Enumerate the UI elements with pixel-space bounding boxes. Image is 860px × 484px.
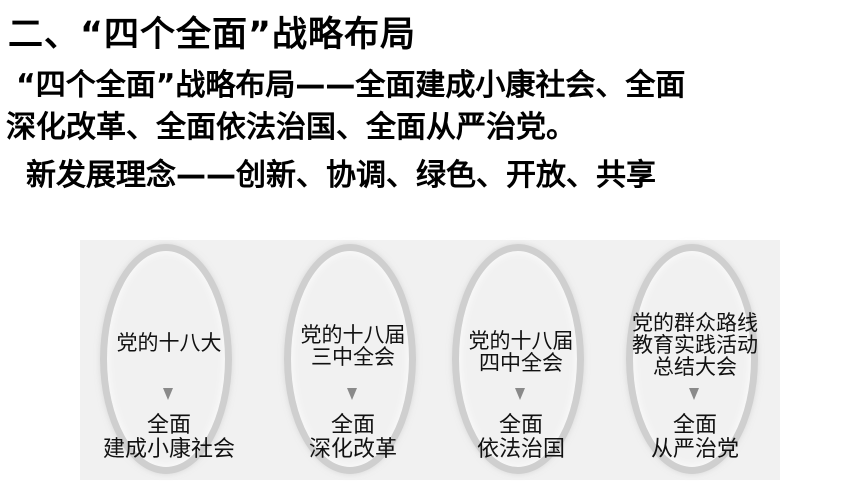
down-arrow-icon: [689, 388, 699, 400]
goal-line: 全面: [672, 413, 717, 438]
goal-line: 全面: [146, 413, 191, 438]
goal-line: 全面: [498, 413, 543, 438]
oval-halo: [452, 244, 584, 474]
goal-line: 深化改革: [308, 437, 397, 462]
diagram-item-1: 党的十八大 全面 建成小康社会: [84, 240, 254, 480]
paragraph-four-comprehensives-line-1: “四个全面”战略布局——全面建成小康社会、全面: [16, 68, 686, 103]
diagram-item-2: 党的十八届 三中全会 全面 深化改革: [268, 240, 438, 480]
goal-line: 建成小康社会: [102, 437, 235, 462]
meeting-line: 党的十八届: [468, 329, 574, 353]
meeting-name: 党的十八届 四中全会: [436, 330, 606, 374]
meeting-line: 三中全会: [311, 345, 395, 369]
oval-halo: [284, 244, 416, 474]
oval-halo: [626, 244, 758, 474]
meeting-line: 党的群众路线: [632, 311, 758, 335]
goal-label: 全面 建成小康社会: [84, 414, 254, 462]
down-arrow-icon: [515, 388, 525, 400]
down-arrow-icon: [163, 388, 173, 400]
meeting-name: 党的十八届 三中全会: [268, 324, 438, 368]
section-heading: 二、“四个全面”战略布局: [8, 15, 417, 55]
meeting-name: 党的十八大: [84, 332, 254, 354]
paragraph-four-comprehensives-line-2: 深化改革、全面依法治国、全面从严治党。: [6, 110, 576, 145]
down-arrow-icon: [347, 388, 357, 400]
goal-line: 全面: [330, 413, 375, 438]
goal-label: 全面 深化改革: [268, 414, 438, 462]
goal-label: 全面 依法治国: [436, 414, 606, 462]
meeting-line: 四中全会: [479, 351, 563, 375]
diagram-item-4: 党的群众路线 教育实践活动 总结大会 全面 从严治党: [610, 240, 780, 480]
goal-label: 全面 从严治党: [610, 414, 780, 462]
four-comprehensives-diagram: 党的十八大 全面 建成小康社会 党的十八届 三中全会 全面 深化改革 党的十八届…: [80, 240, 780, 480]
meeting-line: 党的十八大: [116, 331, 222, 355]
meeting-line: 教育实践活动: [632, 333, 758, 357]
meeting-name: 党的群众路线 教育实践活动 总结大会: [610, 312, 780, 378]
meeting-line: 总结大会: [653, 355, 737, 379]
diagram-item-3: 党的十八届 四中全会 全面 依法治国: [436, 240, 606, 480]
meeting-line: 党的十八届: [300, 323, 406, 347]
oval-halo: [100, 244, 232, 474]
goal-line: 依法治国: [476, 437, 565, 462]
paragraph-new-development-concepts: 新发展理念——创新、协调、绿色、开放、共享: [26, 158, 656, 193]
goal-line: 从严治党: [650, 437, 739, 462]
